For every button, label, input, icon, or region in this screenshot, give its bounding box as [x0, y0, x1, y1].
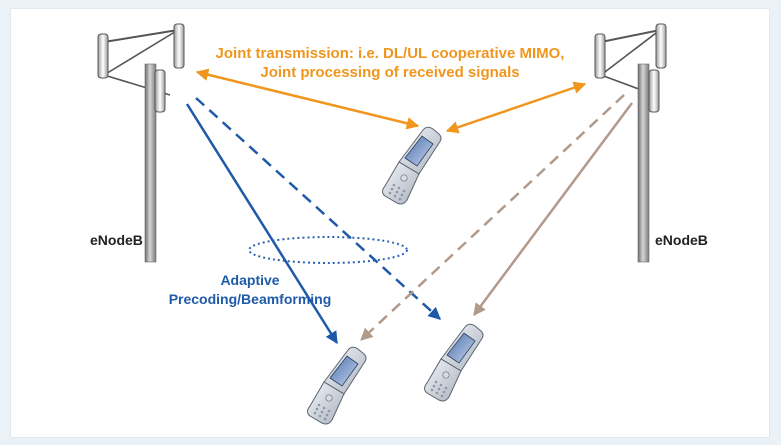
enodeb-left-label: eNodeB [90, 232, 143, 248]
mobile-phone-bottom-right-icon [424, 323, 484, 402]
beam-dashed-arrow-left [195, 97, 441, 320]
enodeb-right-label: eNodeB [655, 232, 708, 248]
beam-ellipse [248, 236, 408, 264]
beamforming-label: Adaptive Precoding/Beamforming [150, 271, 350, 309]
beam-label-line2: Precoding/Beamforming [168, 291, 332, 307]
link-dashed-arrow-right [360, 94, 625, 341]
antenna-tower-left-icon [97, 23, 185, 263]
joint-label-line1: Joint transmission: i.e. DL/UL cooperati… [215, 45, 565, 62]
mobile-phone-bottom-left-icon [307, 346, 367, 425]
mobile-phone-top-icon [382, 126, 442, 205]
antenna-tower-right-icon [594, 23, 667, 263]
joint-arrow-left [195, 68, 420, 130]
joint-transmission-label: Joint transmission: i.e. DL/UL cooperati… [175, 44, 605, 82]
link-solid-arrow-right [472, 102, 634, 317]
joint-arrow-right [445, 81, 587, 134]
beam-solid-arrow-left [185, 103, 339, 345]
beam-label-line1: Adaptive [220, 272, 280, 288]
joint-label-line2: Joint processing of received signals [260, 64, 520, 81]
